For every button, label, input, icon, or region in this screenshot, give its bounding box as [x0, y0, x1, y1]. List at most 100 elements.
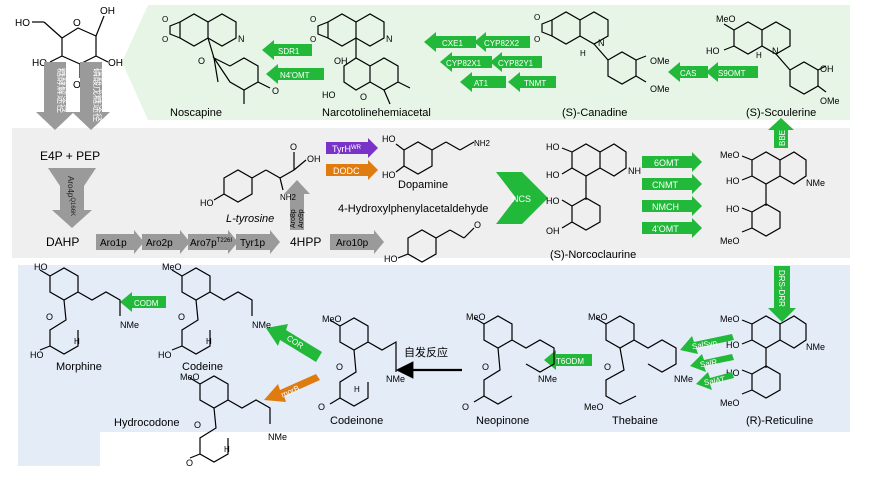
codeinone-o-2: O	[318, 402, 325, 412]
tnmt-arrow: TNMT	[508, 72, 556, 92]
aro2p-arrow: Aro2p	[142, 230, 190, 254]
svg-text:TyrHWR: TyrHWR	[332, 144, 362, 154]
band-bottom	[18, 265, 850, 466]
theb-o: O	[604, 362, 611, 372]
aro8p-label: Aro8p	[290, 209, 297, 228]
codeine-meo: MeO	[162, 262, 182, 272]
glycolysis-label: 糖酵解途径	[56, 68, 67, 113]
morphine-ho-2: HO	[30, 350, 44, 360]
norco-ho-3: HO	[546, 196, 560, 206]
glycolysis-arrow	[36, 62, 74, 130]
cxe1-arrow: CXE1	[424, 32, 476, 52]
canadine-label: (S)-Canadine	[562, 107, 627, 119]
nmch-arrow: NMCH	[642, 196, 702, 216]
morphine-nme: NMe	[120, 320, 139, 330]
svg-text:CYP82Y1: CYP82Y1	[498, 59, 534, 68]
rret-meo-2: MeO	[720, 398, 740, 408]
rret-ho-1: HO	[726, 340, 740, 350]
tyrosine-ho: HO	[200, 198, 214, 208]
norco-ho-1: HO	[546, 142, 560, 152]
thebaine-label: Thebaine	[612, 415, 658, 427]
hpaa-ho: HO	[384, 254, 398, 264]
narco-o-2: O	[310, 35, 316, 44]
codeinone-o-1: O	[336, 362, 343, 372]
dopamine-structure	[395, 141, 475, 175]
cnmt-arrow: CNMT	[642, 174, 702, 194]
salsyn-arrow: SalSyn	[680, 334, 734, 354]
theb-meo-2: MeO	[584, 402, 604, 412]
scoul-ome: OMe	[820, 96, 840, 106]
svg-text:CYP82X1: CYP82X1	[446, 59, 482, 68]
aro8p-aro9p-arrow	[284, 180, 310, 230]
codeine-h: H	[206, 337, 212, 346]
narco-n: N	[386, 34, 393, 44]
scoulerine-label: (S)-Scoulerine	[746, 107, 816, 119]
codeine-ho: HO	[158, 350, 172, 360]
codeinone-nme: NMe	[386, 374, 405, 384]
codeine-nme: NMe	[252, 320, 271, 330]
tyrh-arrow: TyrHWR	[326, 138, 378, 158]
canadine-ome-2: OMe	[650, 84, 670, 94]
svg-text:SalSyn: SalSyn	[691, 338, 718, 351]
aro4p-label: Aro4pQ166K	[66, 176, 75, 216]
ppp-label: 磷酸戊糖途径	[92, 68, 103, 122]
svg-text:4'OMT: 4'OMT	[652, 224, 679, 234]
neo-meo: MeO	[466, 312, 486, 322]
hpaa-o: O	[474, 220, 481, 230]
bbe-arrow: BBE	[768, 118, 794, 148]
band-middle	[12, 128, 850, 258]
svg-text:BBE: BBE	[778, 130, 787, 146]
neo-nme: NMe	[538, 374, 557, 384]
morphine-ho: HO	[34, 262, 48, 272]
svg-text:NCS: NCS	[512, 194, 531, 204]
sret-nme: NMe	[806, 178, 825, 188]
canadine-o-2: O	[534, 35, 540, 44]
narcotoline-structure	[317, 13, 411, 105]
svg-text:DODC: DODC	[333, 166, 360, 176]
codeinone-label: Codeinone	[330, 415, 383, 427]
neo-o-1: O	[482, 362, 489, 372]
morphine-o: O	[46, 312, 53, 322]
sret-ho-1: HO	[726, 176, 740, 186]
svg-text:T6ODM: T6ODM	[556, 357, 584, 366]
aro7p-arrow: Aro7pT226I	[188, 230, 238, 254]
morphine-structure	[39, 267, 121, 355]
glucose-o: O	[73, 18, 81, 29]
nosc-o-1: O	[162, 15, 168, 24]
codeinone-meo: MeO	[322, 314, 342, 324]
tyrosine-nh2: NH2	[280, 193, 297, 202]
ppp-arrow	[72, 62, 110, 130]
sret-meo-1: MeO	[720, 150, 740, 160]
aro1p-arrow: Aro1p	[96, 230, 144, 254]
svg-text:CAS: CAS	[680, 69, 696, 78]
scoulerine-structure	[723, 21, 827, 95]
svg-text:DRS-DRR: DRS-DRR	[777, 270, 786, 307]
norco-oh: OH	[546, 226, 560, 236]
hydro-o-1: O	[194, 420, 201, 430]
n4omt-arrow: N4'OMT	[266, 64, 324, 84]
rret-ho-2: HO	[726, 368, 740, 378]
tyr1p-arrow: Tyr1p	[236, 230, 280, 254]
svg-text:NMCH: NMCH	[652, 202, 679, 212]
canadine-structure	[541, 11, 647, 85]
narcotoline-label: Narcotolinehemiacetal	[322, 107, 431, 119]
glucose-ho-1: HO	[15, 18, 30, 29]
scoul-n: N	[772, 46, 779, 56]
svg-text:SDR1: SDR1	[278, 47, 300, 56]
cyp82y1-arrow: CYP82Y1	[490, 52, 542, 72]
svg-text:TNMT: TNMT	[524, 79, 546, 88]
spontaneous-label: 自发反应	[404, 345, 448, 359]
e4p-pep-label: E4P + PEP	[40, 149, 100, 163]
scoul-h: H	[756, 51, 762, 60]
dopamine-nh2: NH2	[474, 139, 491, 148]
aro9p-label: Aro9p	[298, 209, 305, 228]
norcoclaurine-structure	[561, 143, 627, 231]
codeinone-structure	[329, 317, 397, 407]
nosc-o-3: O	[198, 56, 205, 66]
salr-arrow: SalR	[690, 354, 734, 372]
neopinone-structure	[473, 315, 555, 405]
svg-text:CNMT: CNMT	[652, 180, 678, 190]
hydrocodone-label: Hydrocodone	[114, 417, 179, 429]
dopamine-ho-2: HO	[382, 170, 396, 180]
hydro-h: H	[224, 445, 230, 454]
